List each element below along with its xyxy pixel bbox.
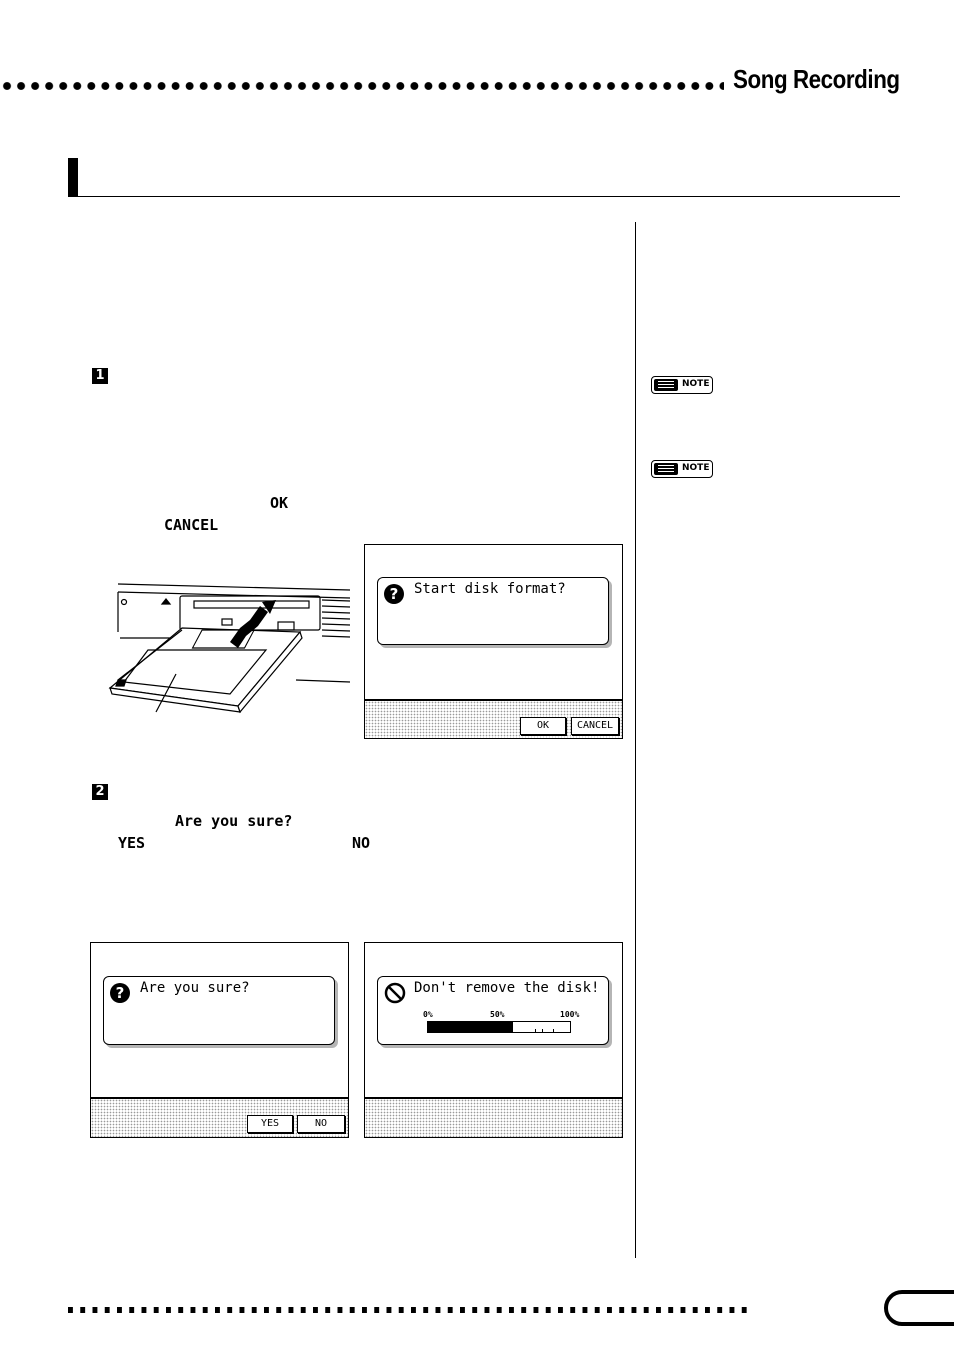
section-rule: [68, 196, 900, 197]
question-icon: ?: [110, 983, 130, 1003]
header-dots: [0, 80, 724, 92]
note-badge-1: NOTE: [651, 376, 713, 394]
progress-bar: [427, 1021, 571, 1033]
step-2-badge: 2: [92, 784, 108, 800]
cancel-button[interactable]: CANCEL: [571, 717, 619, 735]
are-you-sure-keyword: Are you sure?: [175, 812, 293, 830]
yes-keyword: YES: [118, 834, 146, 852]
footer-dashes: [68, 1306, 752, 1314]
floppy-disk-illustration: [108, 583, 350, 714]
soft-key-area: YES NO: [91, 1097, 348, 1137]
progress-label-end: 100%: [560, 1010, 580, 1019]
lcd-confirm-screen: ? Are you sure? YES NO: [90, 942, 349, 1138]
confirm-message: Are you sure?: [140, 980, 250, 996]
ok-keyword: OK: [270, 494, 289, 512]
question-icon: ?: [384, 584, 404, 604]
note-icon: [654, 463, 678, 475]
progress-message: Don't remove the disk!: [414, 980, 600, 996]
format-dialog: ? Start disk format?: [377, 577, 609, 645]
ok-button[interactable]: OK: [520, 717, 566, 735]
no-button[interactable]: NO: [297, 1115, 345, 1133]
progress-dialog: Don't remove the disk! 0% 50% 100%: [377, 976, 609, 1045]
page-number-tab: [884, 1290, 954, 1326]
progress-fill: [428, 1022, 514, 1032]
yes-button[interactable]: YES: [247, 1115, 293, 1133]
section-marker: [68, 158, 78, 196]
cancel-keyword: CANCEL: [164, 516, 219, 534]
column-divider: [635, 222, 636, 1258]
prohibited-icon: [384, 982, 406, 1004]
step-1-badge: 1: [92, 368, 108, 384]
note-label: NOTE: [682, 379, 710, 389]
confirm-dialog: ? Are you sure?: [103, 976, 335, 1045]
page-header-title: Song Recording: [733, 64, 900, 94]
note-label: NOTE: [682, 463, 710, 473]
soft-key-area: [365, 1097, 622, 1137]
format-message: Start disk format?: [414, 581, 566, 597]
progress-label-start: 0%: [423, 1010, 433, 1019]
note-badge-2: NOTE: [651, 460, 713, 478]
no-keyword: NO: [352, 834, 371, 852]
lcd-format-screen: ? Start disk format? OK CANCEL: [364, 544, 623, 739]
soft-key-area: OK CANCEL: [365, 699, 622, 738]
lcd-progress-screen: Don't remove the disk! 0% 50% 100%: [364, 942, 623, 1138]
progress-label-mid: 50%: [490, 1010, 505, 1019]
note-icon: [654, 379, 678, 391]
